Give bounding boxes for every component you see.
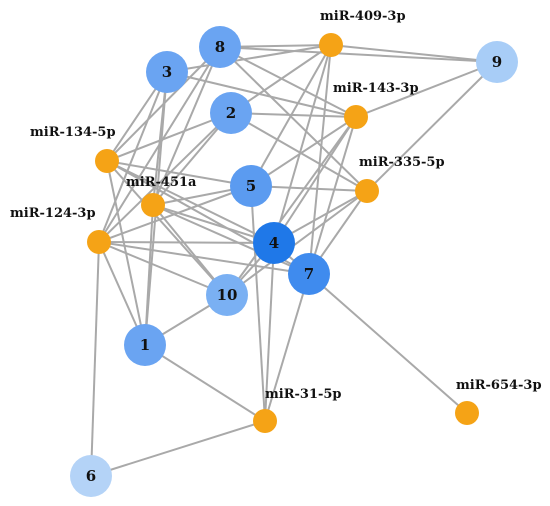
mirna-node-miR-143-3p[interactable]: miR-143-3p <box>333 81 419 129</box>
gene-node-7[interactable]: 7 <box>288 253 330 295</box>
gene-node-circle <box>230 165 272 207</box>
edge-7-miR-654-3p <box>308 273 468 414</box>
edge-miR-335-5p-10 <box>226 190 368 296</box>
gene-node-circle <box>199 26 241 68</box>
edge-miR-124-3p-5 <box>98 185 252 243</box>
edge-miR-134-5p-10 <box>106 160 228 296</box>
gene-node-5[interactable]: 5 <box>230 165 272 207</box>
mirna-node-miR-124-3p[interactable]: miR-124-3p <box>10 206 111 254</box>
edge-miR-143-3p-7 <box>308 116 357 275</box>
gene-node-circle <box>210 92 252 134</box>
mirna-node-label: miR-134-5p <box>30 125 116 140</box>
mirna-node-circle <box>95 149 119 173</box>
mirna-node-label: miR-335-5p <box>359 155 445 170</box>
mirna-node-label: miR-654-3p <box>456 378 542 393</box>
gene-node-circle <box>124 324 166 366</box>
gene-node-label: 5 <box>246 177 256 195</box>
gene-node-9[interactable]: 9 <box>476 41 518 83</box>
edge-2-miR-124-3p <box>98 112 232 243</box>
edge-2-miR-134-5p <box>106 112 232 162</box>
mirna-node-circle <box>253 409 277 433</box>
gene-node-circle <box>70 455 112 497</box>
gene-node-label: 8 <box>215 38 225 56</box>
gene-node-circle <box>253 222 295 264</box>
gene-node-label: 7 <box>304 265 314 283</box>
gene-node-circle <box>206 274 248 316</box>
mirna-node-circle <box>355 179 379 203</box>
mirna-node-circle <box>87 230 111 254</box>
mirna-node-circle <box>344 105 368 129</box>
mirna-node-circle <box>455 401 479 425</box>
edge-5-miR-31-5p <box>250 185 266 422</box>
edge-2-miR-335-5p <box>230 112 368 192</box>
edge-9-miR-143-3p <box>355 61 498 118</box>
mirna-node-miR-409-3p[interactable]: miR-409-3p <box>319 9 406 57</box>
mirna-node-label: miR-31-5p <box>265 387 342 402</box>
mirna-node-label: miR-143-3p <box>333 81 419 96</box>
gene-node-circle <box>288 253 330 295</box>
gene-node-1[interactable]: 1 <box>124 324 166 366</box>
mirna-node-miR-31-5p[interactable]: miR-31-5p <box>253 387 342 433</box>
gene-node-2[interactable]: 2 <box>210 92 252 134</box>
edge-3-miR-409-3p <box>166 44 332 73</box>
node-layer: 8 3 2 9 5 4 7 10 1 6 miR-409-3p miR-143-3p miR-134-5… <box>10 9 542 497</box>
gene-node-3[interactable]: 3 <box>146 51 188 93</box>
mirna-node-circle <box>319 33 343 57</box>
edge-miR-409-3p-4 <box>273 44 332 244</box>
edge-miR-124-3p-10 <box>98 241 228 296</box>
mirna-node-miR-451a[interactable]: miR-451a <box>126 175 197 217</box>
edge-miR-124-3p-4 <box>98 241 275 244</box>
edge-4-miR-31-5p <box>264 242 275 422</box>
mirna-node-miR-335-5p[interactable]: miR-335-5p <box>355 155 445 203</box>
edge-miR-451a-7 <box>152 204 310 275</box>
gene-node-8[interactable]: 8 <box>199 26 241 68</box>
gene-node-label: 10 <box>217 286 238 304</box>
gene-node-label: 3 <box>162 63 172 81</box>
edge-miR-134-5p-5 <box>106 160 252 187</box>
mirna-node-miR-134-5p[interactable]: miR-134-5p <box>30 125 119 173</box>
gene-node-circle <box>146 51 188 93</box>
edge-9-miR-409-3p <box>330 44 498 63</box>
edge-miR-143-3p-4 <box>273 116 357 244</box>
edge-miR-134-5p-4 <box>106 160 275 244</box>
mirna-node-label: miR-409-3p <box>320 9 406 24</box>
edge-8-9 <box>219 46 498 63</box>
gene-node-label: 9 <box>492 53 502 71</box>
mirna-node-miR-654-3p[interactable]: miR-654-3p <box>455 378 542 425</box>
edge-6-miR-31-5p <box>90 420 266 477</box>
edge-miR-124-3p-6 <box>90 241 100 477</box>
mirna-node-circle <box>141 193 165 217</box>
edge-1-miR-31-5p <box>144 344 266 422</box>
gene-node-label: 6 <box>86 467 96 485</box>
edge-miR-451a-1 <box>144 204 154 346</box>
gene-node-6[interactable]: 6 <box>70 455 112 497</box>
gene-node-label: 4 <box>269 234 279 252</box>
edge-8-miR-335-5p <box>219 46 368 192</box>
edge-7-miR-31-5p <box>264 273 310 422</box>
mirna-node-label: miR-124-3p <box>10 206 96 221</box>
gene-node-label: 1 <box>140 336 150 354</box>
edge-miR-409-3p-5 <box>250 44 332 187</box>
gene-node-circle <box>476 41 518 83</box>
gene-node-4[interactable]: 4 <box>253 222 295 264</box>
gene-node-10[interactable]: 10 <box>206 274 248 316</box>
gene-node-label: 2 <box>226 104 236 122</box>
edge-9-miR-335-5p <box>366 61 498 192</box>
edge-3-miR-124-3p <box>98 71 168 243</box>
edge-miR-124-3p-7 <box>98 241 310 275</box>
edge-miR-409-3p-7 <box>308 44 332 275</box>
mirna-node-label: miR-451a <box>126 175 197 190</box>
